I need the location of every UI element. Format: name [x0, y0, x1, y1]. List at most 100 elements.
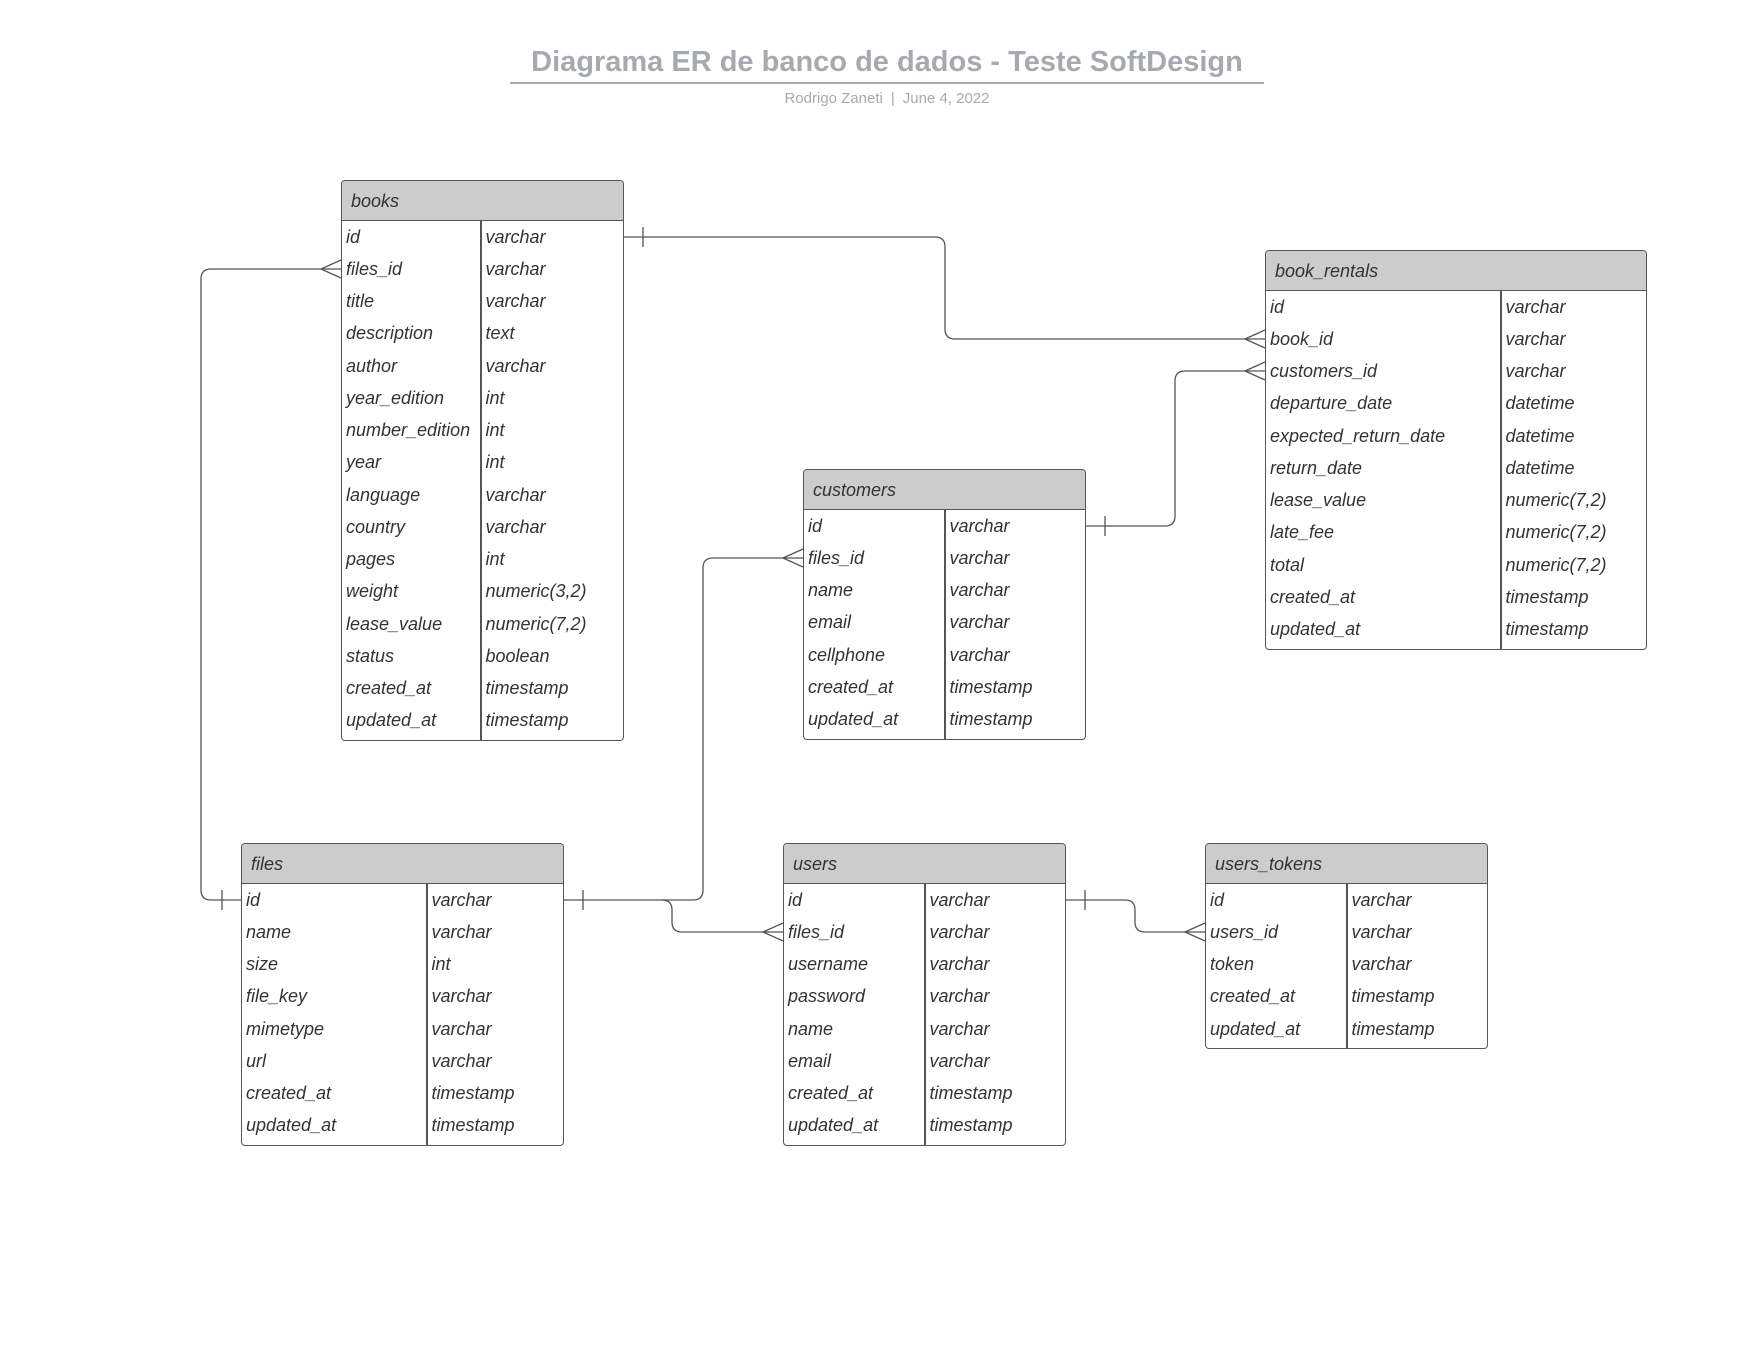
- relationship-books-book-rentals[interactable]: [622, 227, 1266, 349]
- relationship-files-customers[interactable]: [562, 548, 804, 910]
- field-name: file_key: [246, 986, 308, 1007]
- field-name: status: [346, 645, 395, 666]
- connector-line: [622, 236, 1265, 340]
- field-name: updated_at: [788, 1115, 879, 1136]
- field-type: numeric(7,2): [1505, 522, 1607, 543]
- field-name: created_at: [1210, 986, 1296, 1007]
- relationship-files-users[interactable]: [661, 899, 784, 942]
- field-name: pages: [346, 549, 396, 570]
- field-name: book_id: [1270, 328, 1334, 349]
- field-name: id: [788, 889, 803, 910]
- field-type: timestamp: [431, 1083, 515, 1104]
- field-type: varchar: [431, 1050, 492, 1071]
- relationship-users-users-tokens[interactable]: [1064, 890, 1206, 942]
- field-name: language: [346, 484, 421, 505]
- relationship-customers-book-rentals[interactable]: [1084, 361, 1266, 536]
- field-name: name: [808, 580, 854, 601]
- field-row[interactable]: mimetype varchar: [242, 1013, 563, 1045]
- field-name: cellphone: [808, 644, 886, 665]
- field-name: created_at: [788, 1083, 874, 1104]
- field-name: created_at: [1270, 586, 1356, 607]
- field-name: id: [808, 515, 823, 536]
- field-type: varchar: [1505, 361, 1566, 382]
- field-type: varchar: [431, 1018, 492, 1039]
- field-type: varchar: [1351, 889, 1412, 910]
- field-name: mimetype: [246, 1018, 325, 1039]
- field-name: files_id: [788, 921, 845, 942]
- field-name: id: [1210, 889, 1225, 910]
- field-name: users_id: [1210, 921, 1279, 942]
- field-name: email: [788, 1050, 832, 1071]
- field-row[interactable]: id varchar: [1206, 884, 1487, 916]
- relationship-files-books[interactable]: [200, 259, 342, 910]
- entity-name: users: [784, 844, 1065, 884]
- many-marker: [1244, 361, 1266, 381]
- field-name: weight: [346, 581, 399, 602]
- field-name: return_date: [1270, 457, 1363, 478]
- field-type: varchar: [431, 921, 492, 942]
- author: Rodrigo Zaneti: [784, 90, 883, 107]
